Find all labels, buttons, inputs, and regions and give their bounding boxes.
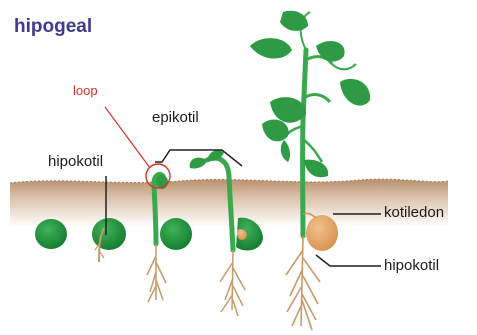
label-loop: loop [73, 84, 98, 97]
label-hipokotil-right: hipokotil [384, 258, 439, 273]
stage-germinating-seed [92, 218, 126, 262]
stage-seed [35, 219, 67, 249]
label-epikotil: epikotil [152, 110, 199, 125]
stage-bent-seedling [190, 150, 263, 316]
label-kotiledon: kotiledon [384, 205, 444, 220]
label-hipokotil-left: hipokotil [48, 154, 103, 169]
loop-pointer [105, 107, 150, 168]
diagram-title: hipogeal [14, 17, 92, 36]
stage-young-plant [250, 11, 370, 330]
